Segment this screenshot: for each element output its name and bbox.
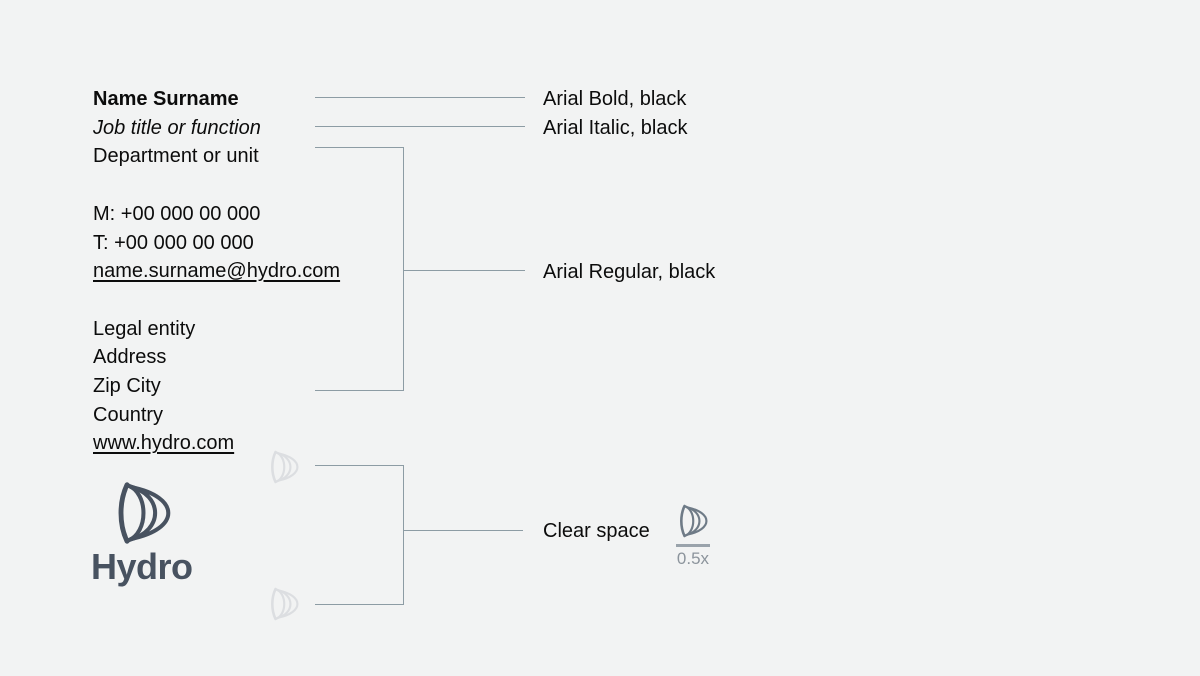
signature-line: Address: [93, 346, 167, 369]
bracket-clearspace-lead: [403, 530, 523, 531]
signature-line: [93, 171, 340, 200]
label-arial-italic: Arial Italic, black: [543, 117, 688, 139]
hydro-wordmark: Hydro: [91, 546, 193, 587]
signature-line: Name Surname: [93, 88, 239, 110]
clear-space-legend-mark-icon: [674, 504, 712, 538]
signature-line: [93, 286, 340, 315]
signature-line: Job title or function: [93, 116, 261, 139]
signature-line: Country: [93, 403, 164, 426]
connector-line-title: [315, 126, 525, 127]
label-arial-bold: Arial Bold, black: [543, 88, 687, 110]
hydro-mark-icon: [114, 481, 172, 545]
bracket-clearspace-bottom: [315, 604, 404, 605]
label-clear-space: Clear space: [543, 520, 650, 542]
clear-space-measure-bar: [676, 544, 710, 547]
bracket-regular-top: [315, 147, 404, 148]
signature-line: name.surname@hydro.com: [93, 260, 341, 283]
signature-line: T: +00 000 00 000: [93, 231, 254, 254]
signature-line: Zip City: [93, 375, 161, 397]
signature-line: Department or unit: [93, 145, 259, 168]
bracket-clearspace-top: [315, 465, 404, 466]
signature-line: Legal entity: [93, 317, 196, 340]
connector-line-name: [315, 97, 525, 98]
bracket-regular-stem: [403, 147, 404, 391]
label-arial-regular: Arial Regular, black: [543, 261, 716, 283]
signature-line: www.hydro.com: [93, 432, 235, 455]
bracket-clearspace-stem: [403, 465, 404, 605]
clear-space-ghost-mark-bottom-icon: [267, 587, 301, 621]
clear-space-ghost-mark-top-icon: [267, 450, 301, 484]
signature-line: M: +00 000 00 000: [93, 202, 261, 225]
clear-space-ratio: 0.5x: [676, 549, 710, 568]
bracket-regular-lead: [403, 270, 525, 271]
bracket-regular-bottom: [315, 390, 404, 391]
